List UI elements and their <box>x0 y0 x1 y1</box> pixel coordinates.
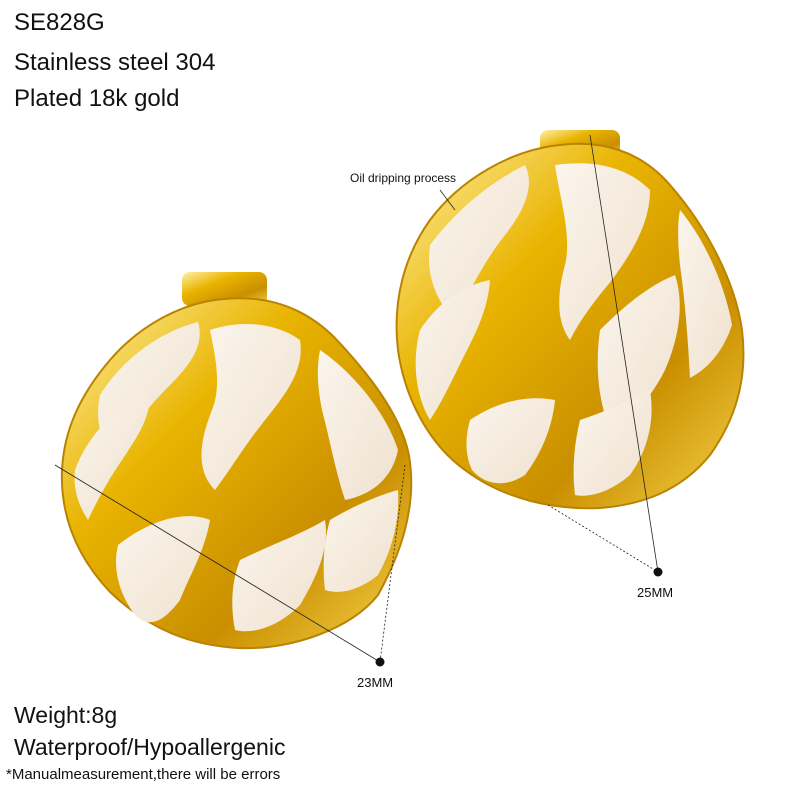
earring-right <box>395 130 745 510</box>
dimension-small-label: 23MM <box>357 675 394 690</box>
product-material: Stainless steel 304 <box>14 49 216 76</box>
disclaimer: *Manualmeasurement,there will be errors <box>6 766 281 783</box>
product-plating: Plated 18k gold <box>14 85 180 112</box>
measurement-lines <box>54 134 659 663</box>
features-label: Waterproof/Hypoallergenic <box>14 734 286 760</box>
dimension-large-label: 25MM <box>637 585 674 600</box>
measure-point-small <box>375 657 385 667</box>
process-label: Oil dripping process <box>350 171 457 185</box>
measure-point-large <box>653 567 663 577</box>
earring-left <box>60 272 413 650</box>
weight-label: Weight:8g <box>14 702 118 728</box>
product-code: SE828G <box>14 9 105 36</box>
